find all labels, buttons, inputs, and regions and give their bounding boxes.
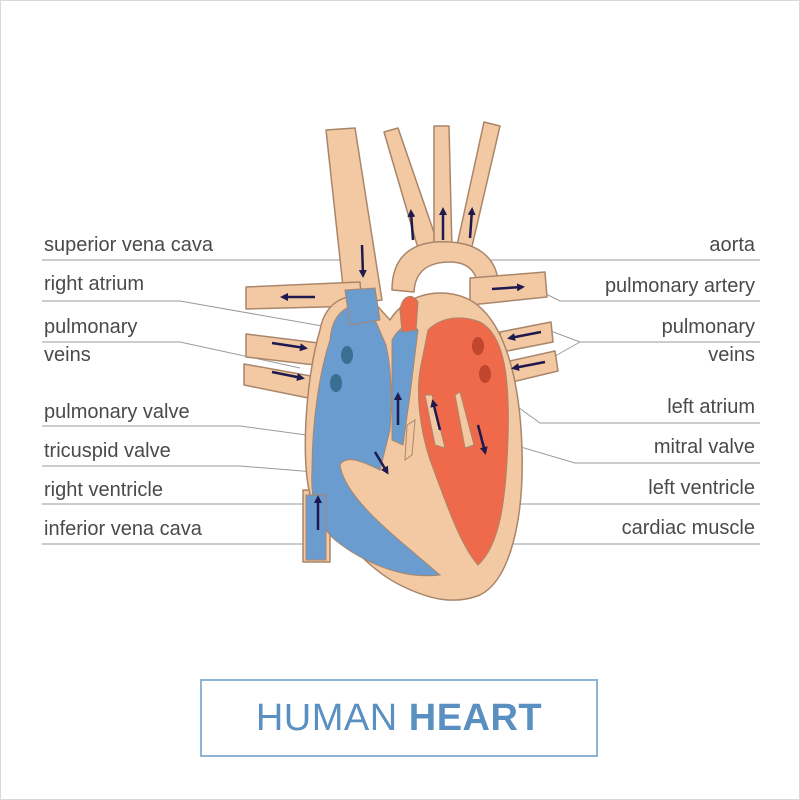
label-mitral-valve: mitral valve (653, 436, 755, 458)
label-left-pulmonary-veins-line1: pulmonary (44, 316, 138, 338)
mitral-valve-leaflet-1 (424, 394, 446, 449)
title-text: HUMAN HEART (256, 697, 542, 740)
label-pulmonary-artery: pulmonary artery (604, 275, 755, 297)
valves (330, 337, 491, 462)
label-left-pulmonary-veins-line2: veins (44, 344, 91, 366)
label-cardiac-muscle: cardiac muscle (621, 517, 755, 539)
pulmonary-vein-opening-1 (341, 346, 353, 364)
inferior-vena-cava-blood (305, 494, 327, 561)
title-box: HUMAN HEART (200, 679, 598, 757)
title-part-2: HEART (408, 696, 543, 739)
label-aorta: aorta (709, 234, 755, 256)
label-right-atrium: right atrium (44, 273, 145, 295)
mitral-valve-leaflet-2 (454, 391, 475, 449)
label-right-ventricle: right ventricle (44, 479, 163, 501)
right-atrium-ventricle-chamber (311, 305, 442, 577)
aorta-branch-3 (455, 121, 501, 256)
label-right-pulmonary-veins-line1: pulmonary (661, 316, 755, 338)
superior-vena-cava-vessel (325, 127, 383, 306)
pulmonary-vein-opening-3 (472, 337, 484, 355)
superior-vena-cava-blood (344, 287, 381, 326)
label-pulmonary-valve: pulmonary valve (44, 401, 190, 423)
label-superior-vena-cava: superior vena cava (44, 234, 213, 256)
label-left-atrium: left atrium (667, 396, 755, 418)
title-part-1: HUMAN (255, 696, 409, 739)
aorta-blood (399, 295, 419, 333)
pulmonary-vein-opening-2 (330, 374, 342, 392)
label-inferior-vena-cava: inferior vena cava (44, 518, 202, 540)
septum-wall (404, 419, 416, 462)
label-left-ventricle: left ventricle (648, 477, 755, 499)
pulmonary-vein-opening-4 (479, 365, 491, 383)
right-pulmonary-vein-upper (499, 321, 554, 353)
flow-arrows (271, 207, 546, 530)
label-right-pulmonary-veins-line2: veins (708, 344, 755, 366)
label-tricuspid-valve: tricuspid valve (44, 440, 171, 462)
